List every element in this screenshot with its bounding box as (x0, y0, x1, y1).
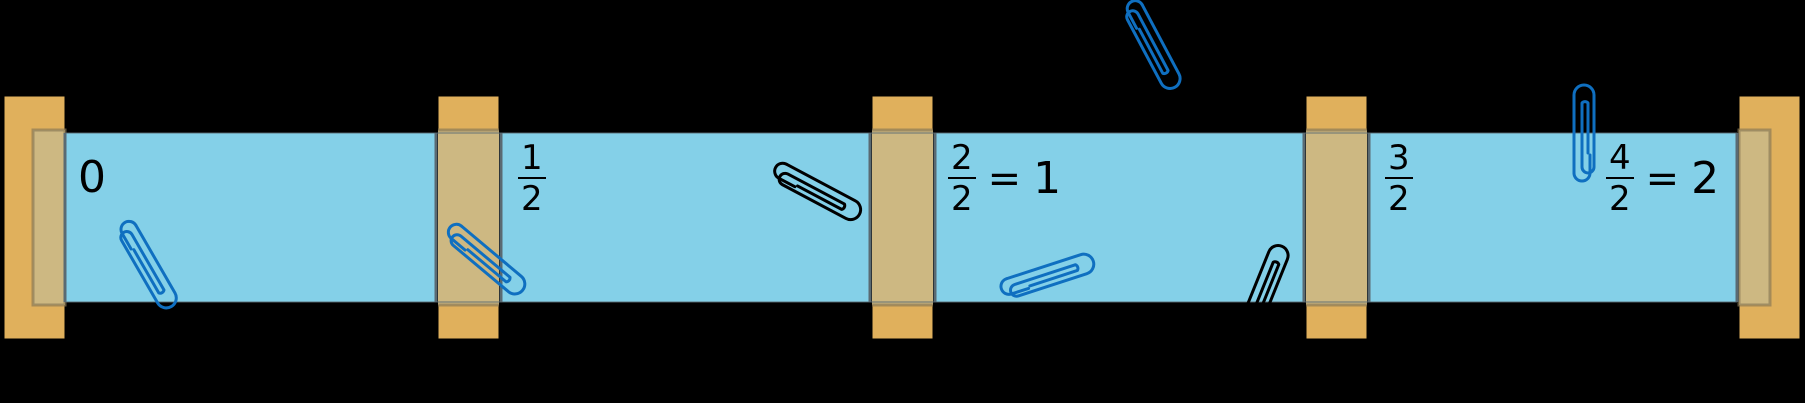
label-three-halves: 3 2 (1385, 141, 1413, 216)
denominator: 2 (1609, 179, 1631, 219)
denominator: 2 (951, 179, 973, 219)
equals-sign: = (1645, 155, 1680, 202)
fraction-bar (948, 177, 976, 179)
fraction: 4 2 (1606, 141, 1634, 216)
fraction: 2 2 (948, 141, 976, 216)
clamp-0 (3, 95, 67, 340)
fraction-bar (518, 177, 546, 179)
paperclip-icon (1119, 0, 1186, 94)
label-two-halves-equals-one: 2 2 = 1 (948, 141, 1061, 216)
numerator: 1 (521, 138, 543, 178)
denominator: 2 (521, 179, 543, 219)
whole-value: 2 (1691, 152, 1720, 204)
clamp-two (1735, 95, 1801, 340)
numerator: 4 (1609, 138, 1631, 178)
label-four-halves-equals-two: 4 2 = 2 (1606, 141, 1719, 216)
fraction-bar (1385, 177, 1413, 179)
numerator: 2 (951, 138, 973, 178)
clamp-three-halves (1302, 95, 1371, 340)
fraction: 3 2 (1385, 141, 1413, 216)
label-one-half: 1 2 (518, 141, 546, 216)
clamp-half (434, 95, 503, 340)
numerator: 3 (1388, 138, 1410, 178)
equals-sign: = (987, 155, 1022, 202)
clamp-one (868, 95, 937, 340)
fraction: 1 2 (518, 141, 546, 216)
whole-value: 1 (1033, 152, 1062, 204)
fraction-bar (1606, 177, 1634, 179)
label-zero-value: 0 (78, 152, 106, 203)
denominator: 2 (1388, 179, 1410, 219)
label-zero: 0 (78, 156, 106, 200)
